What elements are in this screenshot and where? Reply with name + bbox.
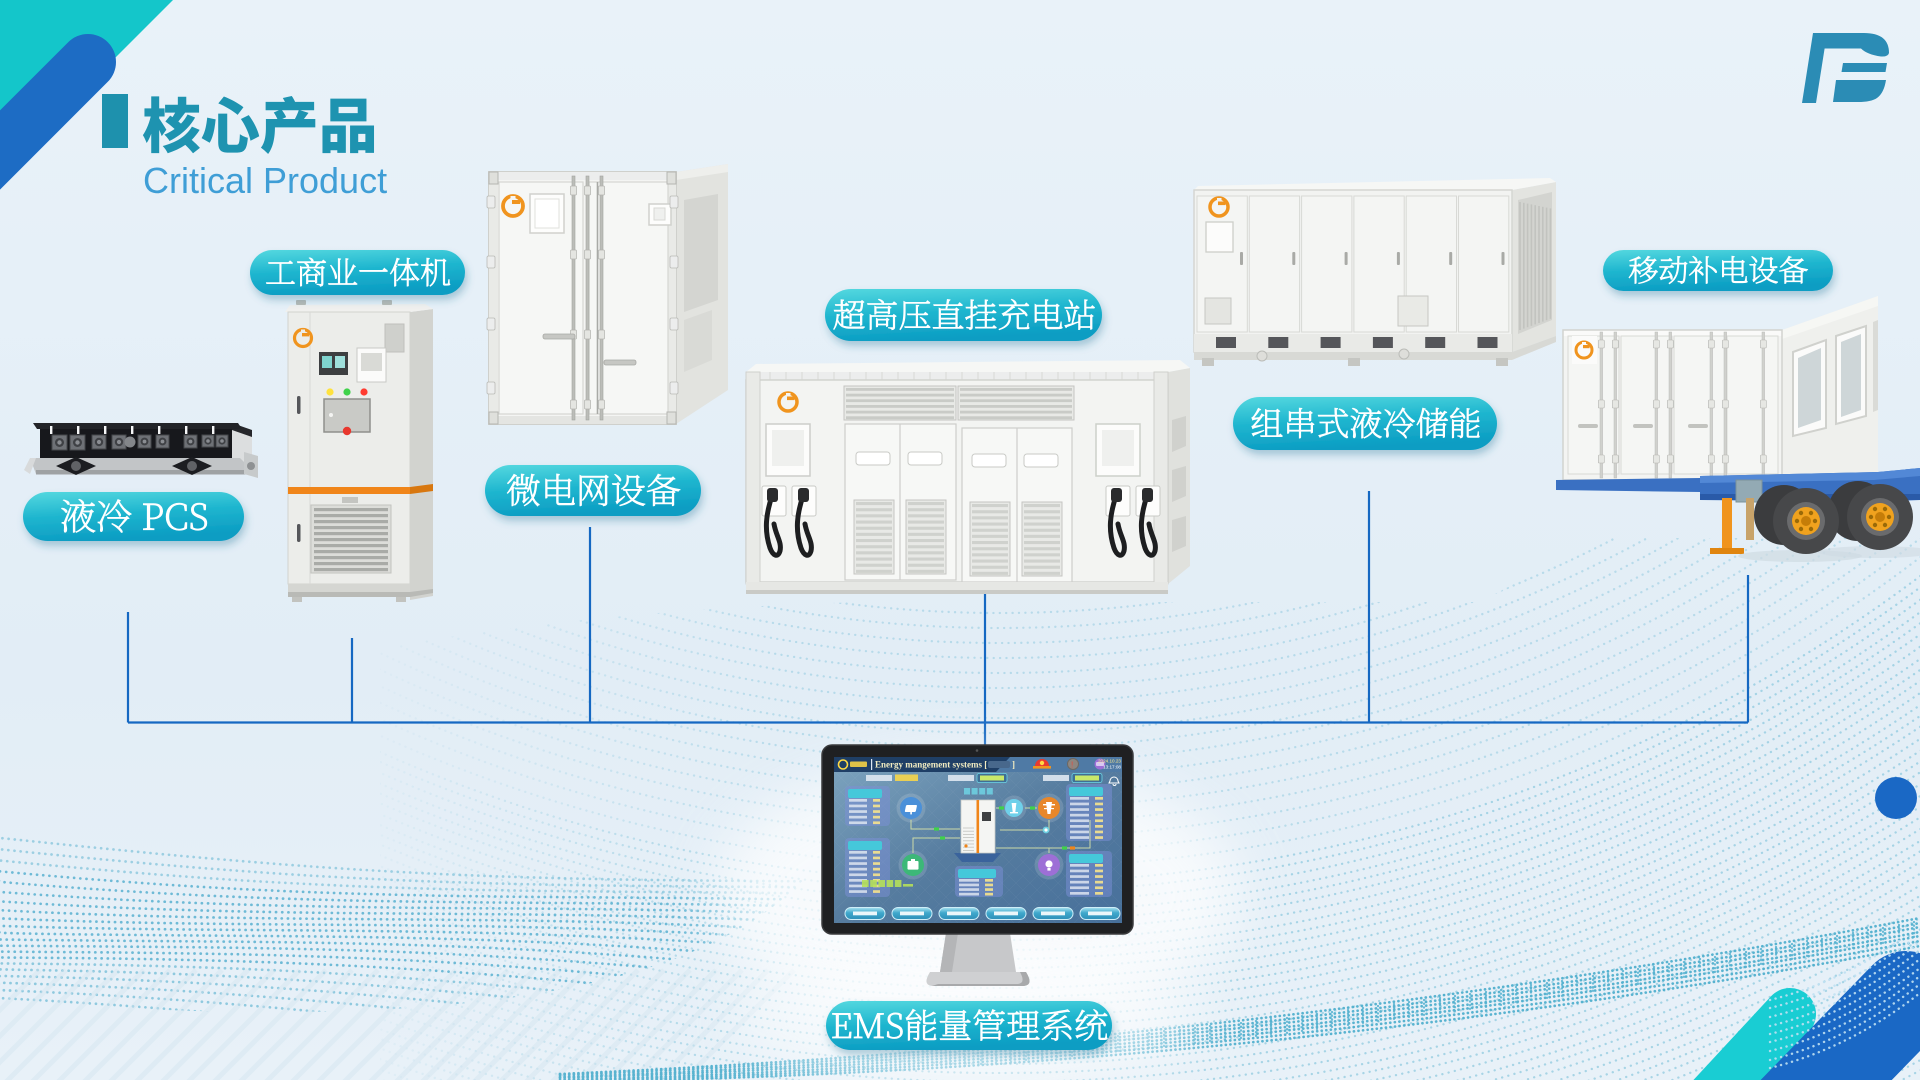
svg-text:]: ]: [1012, 760, 1015, 770]
svg-text:Critical Product: Critical Product: [143, 160, 387, 201]
svg-text:Energy mangement systems [: Energy mangement systems [: [875, 760, 987, 770]
svg-text:2024.10.23: 2024.10.23: [1098, 759, 1121, 764]
svg-text:!: !: [1071, 761, 1073, 770]
svg-text:13:17:08: 13:17:08: [1103, 765, 1121, 770]
